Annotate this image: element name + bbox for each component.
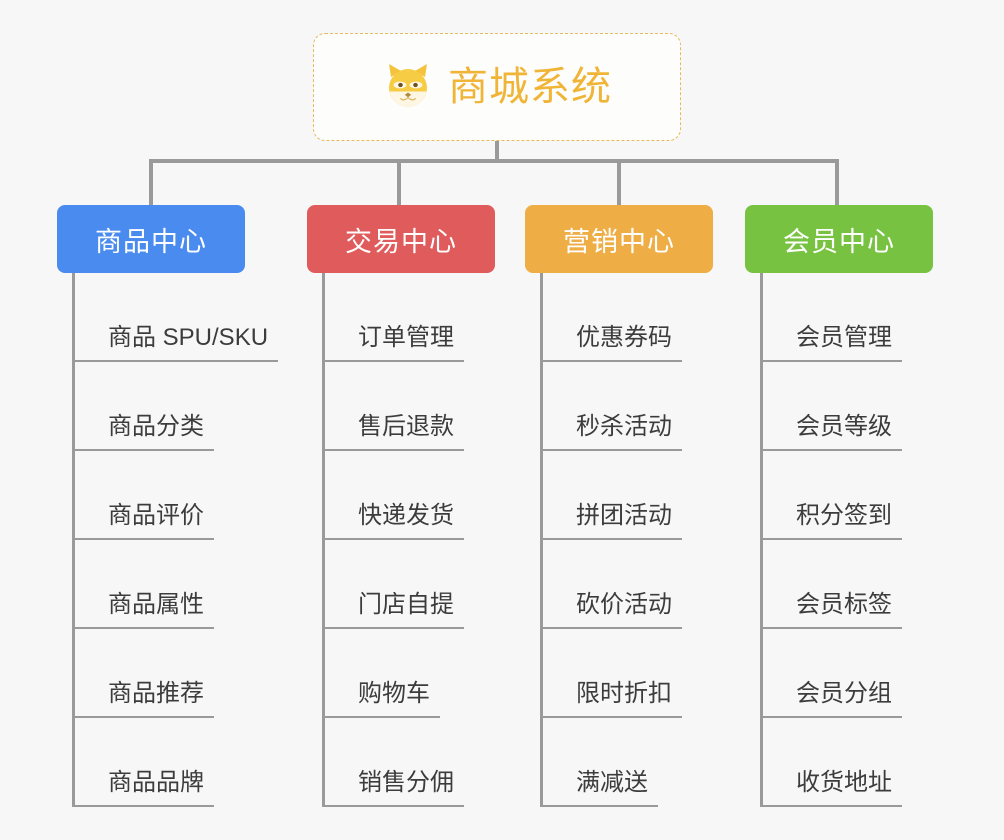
- leaf-label: 会员管理: [763, 324, 902, 362]
- leaf-label: 满减送: [543, 769, 658, 807]
- connector-drop-2: [397, 159, 401, 205]
- leaf-label: 会员标签: [763, 591, 902, 629]
- leaf-label: 快递发货: [325, 502, 464, 540]
- list-item[interactable]: 商品属性: [75, 540, 245, 629]
- leaf-label: 门店自提: [325, 591, 464, 629]
- leaf-label: 商品品牌: [75, 769, 214, 807]
- list-item[interactable]: 购物车: [325, 629, 495, 718]
- root-node-label: 商城系统: [448, 65, 612, 109]
- branch-leaf-list-1: 商品 SPU/SKU 商品分类 商品评价 商品属性 商品推荐 商品品牌: [72, 273, 279, 807]
- leaf-label: 秒杀活动: [543, 413, 682, 451]
- list-item[interactable]: 商品推荐: [75, 629, 245, 718]
- list-item[interactable]: 商品品牌: [75, 718, 245, 807]
- leaf-label: 商品 SPU/SKU: [75, 324, 279, 362]
- branch-column-3: 营销中心 优惠券码 秒杀活动 拼团活动 砍价活动 限时折扣 满减送: [525, 205, 713, 807]
- leaf-label: 砍价活动: [543, 591, 682, 629]
- list-item[interactable]: 会员管理: [763, 273, 933, 362]
- list-item[interactable]: 满减送: [543, 718, 713, 807]
- list-item[interactable]: 限时折扣: [543, 629, 713, 718]
- list-item[interactable]: 砍价活动: [543, 540, 713, 629]
- connector-root-stem: [495, 141, 499, 163]
- list-item[interactable]: 售后退款: [325, 362, 495, 451]
- leaf-label: 商品分类: [75, 413, 214, 451]
- leaf-label: 积分签到: [763, 502, 902, 540]
- leaf-label: 收货地址: [763, 769, 902, 807]
- leaf-label: 会员分组: [763, 680, 902, 718]
- root-node-mall-system[interactable]: 商城系统: [313, 33, 681, 141]
- list-item[interactable]: 商品 SPU/SKU: [75, 273, 279, 362]
- branch-column-1: 商品中心 商品 SPU/SKU 商品分类 商品评价 商品属性 商品推荐 商品品牌: [57, 205, 279, 807]
- branch-leaf-list-2: 订单管理 售后退款 快递发货 门店自提 购物车 销售分佣: [322, 273, 495, 807]
- list-item[interactable]: 会员标签: [763, 540, 933, 629]
- shiba-inu-face-icon: [382, 61, 434, 113]
- leaf-label: 售后退款: [325, 413, 464, 451]
- leaf-label: 销售分佣: [325, 769, 464, 807]
- leaf-label: 限时折扣: [543, 680, 682, 718]
- list-item[interactable]: 订单管理: [325, 273, 495, 362]
- branch-column-4: 会员中心 会员管理 会员等级 积分签到 会员标签 会员分组 收货地址: [745, 205, 933, 807]
- branch-header-3[interactable]: 营销中心: [525, 205, 713, 273]
- list-item[interactable]: 快递发货: [325, 451, 495, 540]
- leaf-label: 商品推荐: [75, 680, 214, 718]
- list-item[interactable]: 会员等级: [763, 362, 933, 451]
- branch-header-4[interactable]: 会员中心: [745, 205, 933, 273]
- list-item[interactable]: 商品评价: [75, 451, 245, 540]
- list-item[interactable]: 会员分组: [763, 629, 933, 718]
- connector-drop-1: [149, 159, 153, 205]
- branch-column-2: 交易中心 订单管理 售后退款 快递发货 门店自提 购物车 销售分佣: [307, 205, 495, 807]
- leaf-label: 会员等级: [763, 413, 902, 451]
- branch-leaf-list-4: 会员管理 会员等级 积分签到 会员标签 会员分组 收货地址: [760, 273, 933, 807]
- branch-leaf-list-3: 优惠券码 秒杀活动 拼团活动 砍价活动 限时折扣 满减送: [540, 273, 713, 807]
- list-item[interactable]: 销售分佣: [325, 718, 495, 807]
- connector-drop-4: [835, 159, 839, 205]
- list-item[interactable]: 收货地址: [763, 718, 933, 807]
- list-item[interactable]: 拼团活动: [543, 451, 713, 540]
- list-item[interactable]: 积分签到: [763, 451, 933, 540]
- connector-horizontal-bus: [149, 159, 839, 163]
- list-item[interactable]: 商品分类: [75, 362, 245, 451]
- branch-header-2[interactable]: 交易中心: [307, 205, 495, 273]
- list-item[interactable]: 门店自提: [325, 540, 495, 629]
- leaf-label: 拼团活动: [543, 502, 682, 540]
- connector-drop-3: [617, 159, 621, 205]
- leaf-label: 商品评价: [75, 502, 214, 540]
- branch-header-1[interactable]: 商品中心: [57, 205, 245, 273]
- leaf-label: 购物车: [325, 680, 440, 718]
- list-item[interactable]: 秒杀活动: [543, 362, 713, 451]
- leaf-label: 优惠券码: [543, 324, 682, 362]
- leaf-label: 商品属性: [75, 591, 214, 629]
- leaf-label: 订单管理: [325, 324, 464, 362]
- list-item[interactable]: 优惠券码: [543, 273, 713, 362]
